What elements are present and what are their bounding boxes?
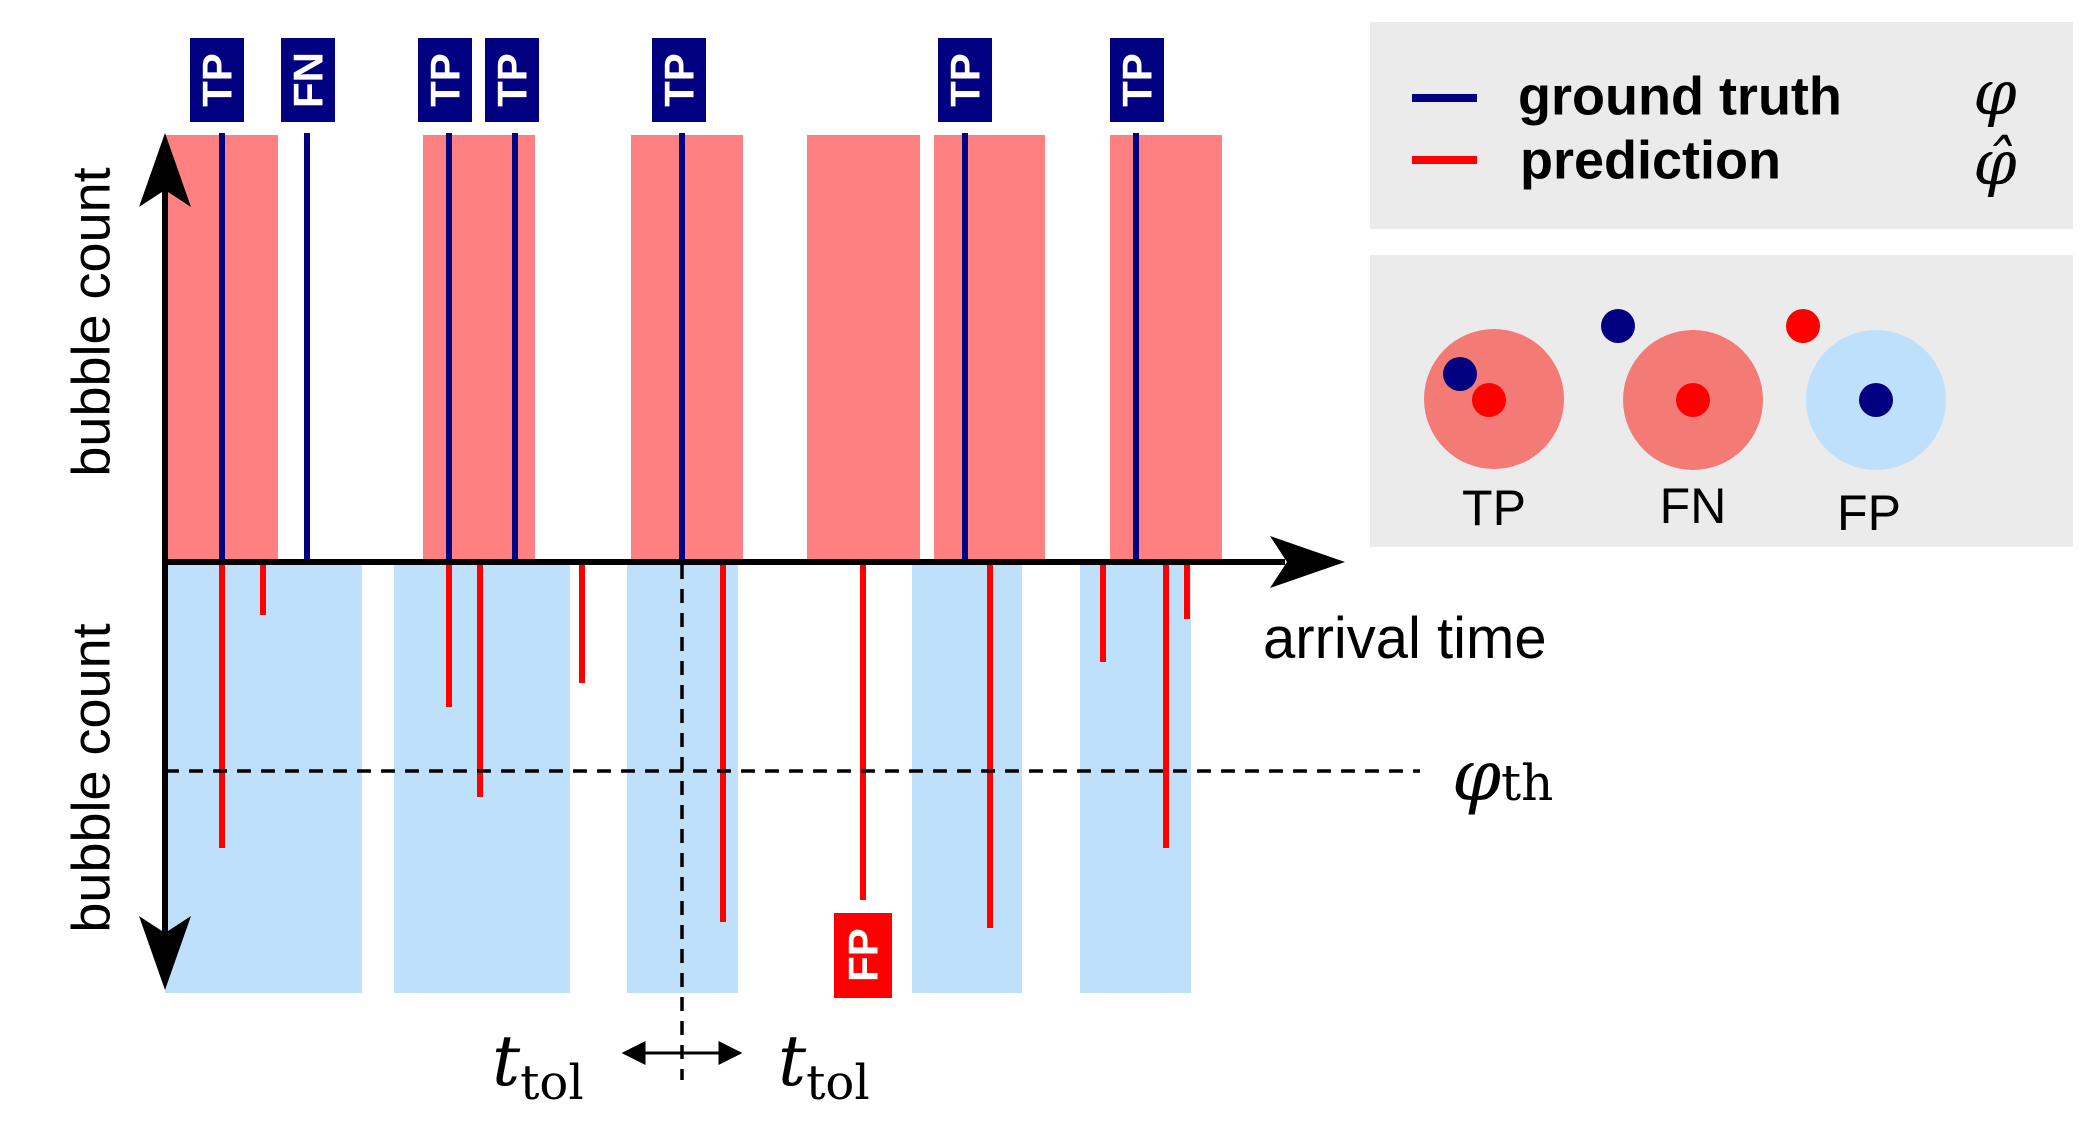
- ground-truth-impulses: [219, 133, 1139, 560]
- prediction-impulses: [219, 562, 1190, 928]
- gt-region: [631, 135, 743, 560]
- gt-region: [807, 135, 920, 560]
- y-axis-label-top: bubble count: [61, 167, 121, 476]
- pred-region: [912, 565, 1022, 993]
- tp-prediction-dot: [1472, 383, 1506, 417]
- pred-region: [627, 565, 738, 993]
- axes: [139, 133, 1345, 990]
- legend-ground-truth-label: ground truth: [1518, 66, 1842, 126]
- gt-region: [934, 135, 1045, 560]
- svg-text:TP: TP: [489, 53, 536, 107]
- svg-text:TP: TP: [656, 53, 703, 107]
- ground-truth-regions: [165, 135, 1222, 560]
- gt-region: [1110, 135, 1222, 560]
- y-axis-label-bottom: bubble count: [61, 623, 121, 932]
- fp-ground-truth-dot: [1859, 383, 1893, 417]
- fn-schematic-label: FN: [1660, 478, 1727, 534]
- svg-text:TP: TP: [422, 53, 469, 107]
- fn-schematic: FN: [1601, 309, 1763, 534]
- tp-ground-truth-dot: [1443, 357, 1477, 391]
- x-axis-arrow: [1270, 536, 1345, 588]
- tp-schematic-label: TP: [1462, 480, 1526, 536]
- tp-tag: TP: [190, 38, 244, 122]
- legend-background: [1370, 22, 2073, 229]
- tolerance-label-left: ttol: [492, 1020, 584, 1111]
- tp-schematic: TP: [1424, 329, 1564, 536]
- fp-prediction-dot: [1786, 309, 1820, 343]
- fp-schematic: FP: [1786, 309, 1946, 541]
- y-axis-arrow-down: [139, 916, 191, 990]
- svg-text:TP: TP: [194, 53, 241, 107]
- pred-region: [165, 565, 362, 993]
- tolerance-label-right: ttol: [778, 1020, 870, 1111]
- svg-text:FP: FP: [840, 928, 887, 982]
- svg-text:TP: TP: [942, 53, 989, 107]
- fp-schematic-label: FP: [1837, 485, 1901, 541]
- legend-ground-truth-symbol: φ: [1973, 56, 2017, 129]
- fp-tag: FP: [834, 913, 892, 998]
- svg-text:TP: TP: [1114, 53, 1161, 107]
- pred-region: [1080, 565, 1191, 993]
- tp-tag: TP: [485, 38, 539, 122]
- prediction-regions: [165, 565, 1191, 993]
- svg-text:FN: FN: [285, 52, 332, 108]
- tp-tag: TP: [1110, 38, 1164, 122]
- class-tags: TP FN TP TP TP TP TP FP: [190, 38, 1164, 998]
- tp-tag: TP: [938, 38, 992, 122]
- legend-prediction-label: prediction: [1520, 130, 1781, 190]
- tp-tag: TP: [652, 38, 706, 122]
- fn-prediction-dot: [1676, 383, 1710, 417]
- threshold-label: φth: [1452, 735, 1553, 817]
- x-axis-label: arrival time: [1263, 606, 1547, 671]
- legend-prediction-symbol: φ̂: [1973, 126, 2017, 199]
- gt-region: [423, 135, 535, 560]
- y-axis-arrow-up: [139, 133, 191, 207]
- fn-tag: FN: [281, 38, 335, 122]
- classification-schematic: TP FN FP: [1370, 255, 2073, 547]
- legend: ground truth φ prediction φ̂: [1370, 22, 2073, 229]
- fn-ground-truth-dot: [1601, 309, 1635, 343]
- tp-tag: TP: [418, 38, 472, 122]
